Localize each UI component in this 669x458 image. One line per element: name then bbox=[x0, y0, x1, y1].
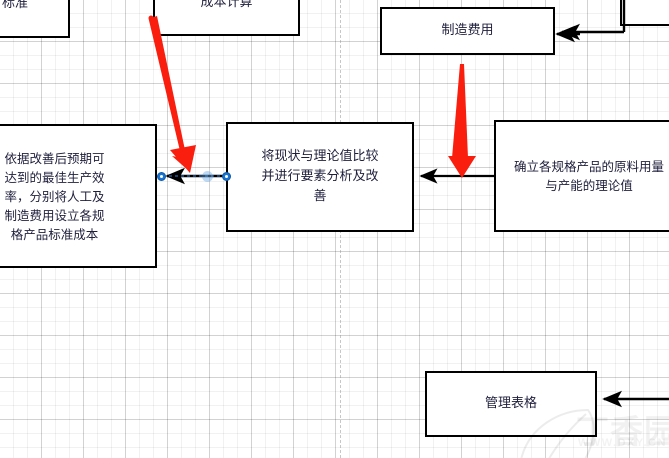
node-top-right-partial[interactable] bbox=[620, 0, 669, 26]
connector-endpoint-handle-end[interactable] bbox=[222, 172, 231, 181]
node-manufacturing-expense[interactable]: 制造费用 bbox=[380, 7, 555, 55]
watermark-brand: 丁香园 bbox=[576, 412, 669, 451]
connector-midpoint-handle[interactable] bbox=[202, 171, 213, 182]
node-top-left-partial[interactable]: 标准 bbox=[0, 0, 70, 38]
node-compare-and-improve[interactable]: 将现状与理论值比较 并进行要素分析及改 善 bbox=[226, 122, 414, 232]
red-annotation-arrow-vertical bbox=[448, 64, 476, 178]
red-annotation-arrow-diagonal bbox=[148, 15, 196, 173]
connector-endpoint-handle-start[interactable] bbox=[157, 172, 166, 181]
connector-into-manufacturing-expense[interactable] bbox=[560, 0, 626, 41]
node-standard-cost[interactable]: 依据改善后预期可 达到的最佳生产效 率，分别将人工及 制造费用设立各规 格产品标… bbox=[0, 124, 157, 268]
node-management-form[interactable]: 管理表格 bbox=[425, 371, 597, 437]
node-theoretical-value[interactable]: 确立各规格产品的原料用量 与产能的理论值 bbox=[494, 120, 669, 232]
node-cost-calculation[interactable]: 成本计算 bbox=[153, 0, 300, 36]
watermark-url: WWW.DXY.CN bbox=[578, 437, 667, 449]
